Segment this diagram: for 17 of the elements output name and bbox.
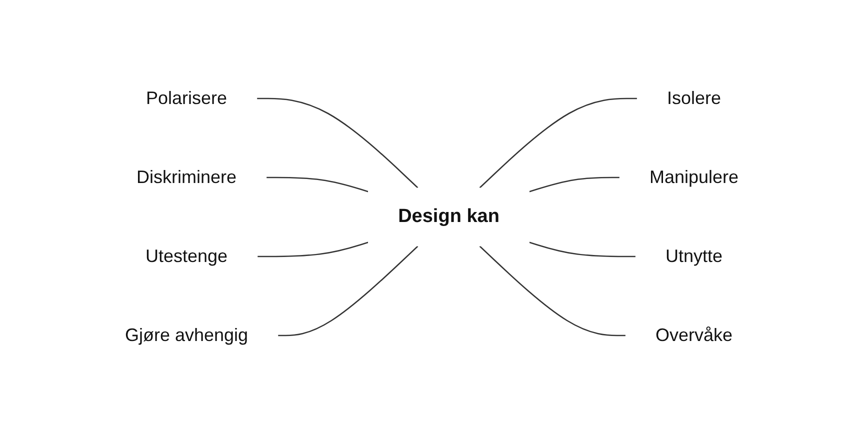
- node-text: Design kan: [398, 206, 500, 227]
- connector: [257, 98, 418, 188]
- node-text: Diskriminere: [136, 167, 237, 187]
- connector: [266, 176, 368, 192]
- node-text: Isolere: [667, 88, 722, 108]
- node-text: Overvåke: [656, 325, 733, 345]
- connector: [480, 98, 638, 188]
- node-text: Utestenge: [146, 246, 228, 266]
- connector: [258, 242, 368, 258]
- node-text: Manipulere: [650, 167, 739, 187]
- connector: [278, 246, 418, 336]
- node-text: Gjøre avhengig: [125, 325, 248, 345]
- node-text: Utnytte: [666, 246, 723, 266]
- node-text: Polarisere: [146, 88, 228, 108]
- connector: [530, 242, 636, 258]
- connector: [530, 176, 620, 192]
- connector: [480, 246, 626, 336]
